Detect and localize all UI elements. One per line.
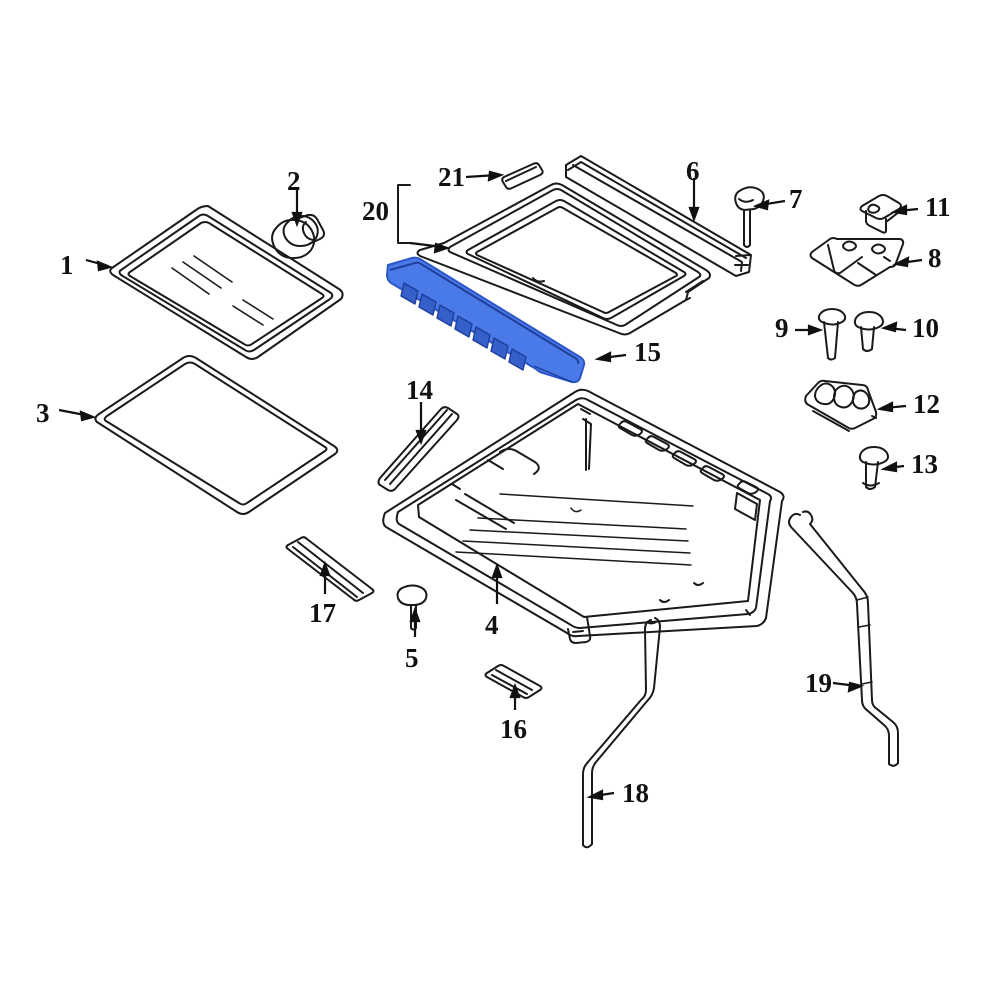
callout-13[interactable]: 13 bbox=[911, 449, 938, 479]
callout-2[interactable]: 2 bbox=[287, 166, 301, 196]
part-20-sunshade-panel bbox=[416, 182, 711, 336]
callout-3[interactable]: 3 bbox=[36, 398, 50, 428]
callout-10[interactable]: 10 bbox=[912, 313, 939, 343]
callout-17[interactable]: 17 bbox=[309, 598, 336, 628]
callout-15[interactable]: 15 bbox=[634, 337, 661, 367]
part-17-trim-strip bbox=[285, 536, 375, 602]
callout-4[interactable]: 4 bbox=[485, 610, 499, 640]
part-8-bracket-plate bbox=[809, 237, 905, 287]
callout-7[interactable]: 7 bbox=[789, 184, 803, 214]
part-9-screw bbox=[817, 308, 847, 361]
callout-5[interactable]: 5 bbox=[405, 643, 419, 673]
callout-19[interactable]: 19 bbox=[805, 668, 832, 698]
part-10-stud bbox=[853, 311, 884, 352]
part-7-bolt bbox=[734, 186, 765, 248]
callout-16[interactable]: 16 bbox=[500, 714, 527, 744]
callout-9[interactable]: 9 bbox=[775, 313, 789, 343]
part-13-bolt bbox=[858, 446, 889, 490]
part-12-motor-assembly bbox=[804, 379, 878, 432]
part-16-trim-block bbox=[484, 664, 543, 699]
part-14-side-rail bbox=[377, 406, 460, 492]
part-11-bracket bbox=[859, 194, 902, 234]
part-18-drain-hose bbox=[582, 617, 661, 849]
part-4-sunroof-frame bbox=[382, 388, 785, 644]
part-20-bracket bbox=[397, 184, 411, 244]
part-1-glass-panel bbox=[109, 205, 344, 360]
part-6-rear-rail bbox=[565, 155, 752, 277]
callout-14[interactable]: 14 bbox=[406, 375, 433, 405]
callout-6[interactable]: 6 bbox=[686, 156, 700, 186]
part-5-grommet bbox=[396, 584, 428, 631]
callout-8[interactable]: 8 bbox=[928, 243, 942, 273]
callout-1[interactable]: 1 bbox=[60, 250, 74, 280]
part-3-seal bbox=[94, 355, 339, 515]
leader-lines bbox=[58, 170, 923, 801]
callout-11[interactable]: 11 bbox=[925, 192, 951, 222]
callout-12[interactable]: 12 bbox=[913, 389, 940, 419]
part-21-clip bbox=[501, 162, 544, 190]
callout-18[interactable]: 18 bbox=[622, 778, 649, 808]
callout-20[interactable]: 20 bbox=[362, 196, 389, 226]
part-15-wind-deflector-highlighted bbox=[386, 256, 586, 384]
part-19-drain-hose bbox=[788, 510, 899, 767]
callout-21[interactable]: 21 bbox=[438, 162, 465, 192]
